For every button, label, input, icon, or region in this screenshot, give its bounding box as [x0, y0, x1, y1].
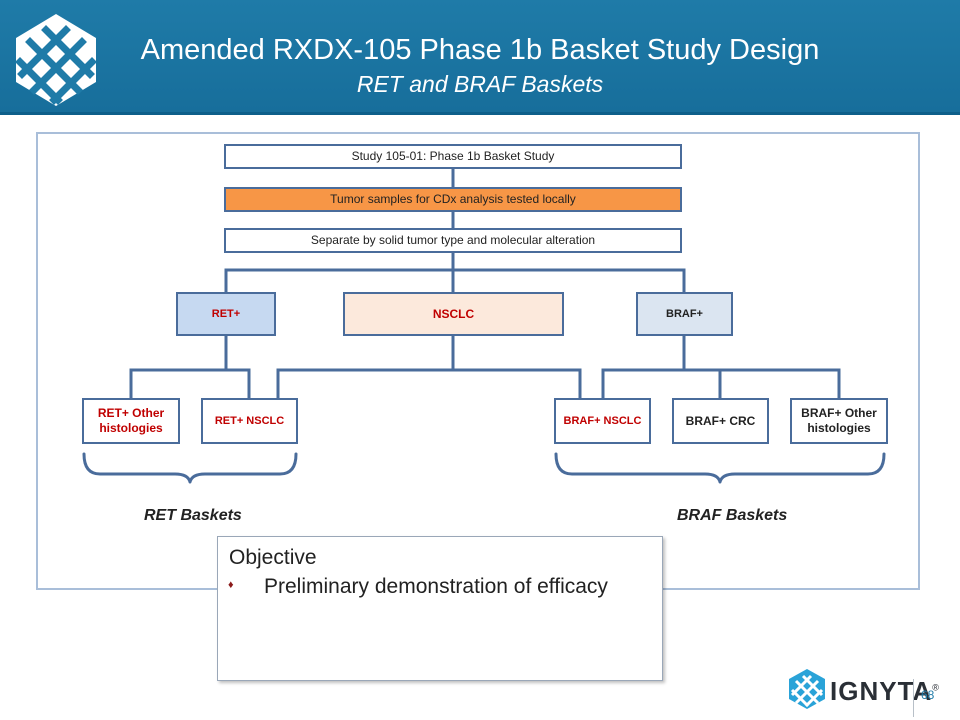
header-stripe — [0, 112, 960, 115]
study-label: Study 105-01: Phase 1b Basket Study — [351, 149, 555, 163]
page-title: Amended RXDX-105 Phase 1b Basket Study D… — [140, 34, 820, 66]
nsclc-box: NSCLC — [343, 292, 564, 336]
braf-baskets-label: BRAF Baskets — [677, 507, 788, 524]
ret-nsclc-box: RET+ NSCLC — [201, 398, 298, 444]
objective-item: Preliminary demonstration of efficacy — [264, 575, 608, 598]
tumor-samples-box: Tumor samples for CDx analysis tested lo… — [224, 187, 682, 212]
diamond-bullet-icon: ♦ — [228, 579, 234, 591]
separate-label: Separate by solid tumor type and molecul… — [310, 233, 596, 247]
footer-divider — [913, 679, 914, 717]
ignyta-logo-icon — [15, 14, 97, 106]
braf-crc-box: BRAF+ CRC — [672, 398, 769, 444]
ret-nsclc-label: RET+ NSCLC — [214, 414, 285, 427]
separate-box: Separate by solid tumor type and molecul… — [224, 228, 682, 253]
page-number: 68 — [921, 688, 935, 702]
trademark-mark: ® — [932, 682, 940, 693]
page-subtitle: RET and BRAF Baskets — [356, 71, 604, 97]
braf-crc-label: BRAF+ CRC — [685, 413, 756, 428]
ret-other-histologies-label: RET+ Other histologies — [97, 406, 165, 435]
header-banner: Amended RXDX-105 Phase 1b Basket Study D… — [0, 0, 960, 112]
nsclc-label: NSCLC — [432, 306, 475, 321]
ret-plus-box: RET+ — [176, 292, 276, 336]
brand-name: IGNYTA® — [830, 676, 940, 707]
ret-plus-label: RET+ — [211, 307, 241, 320]
braf-plus-label: BRAF+ — [666, 307, 703, 320]
study-box: Study 105-01: Phase 1b Basket Study — [224, 144, 682, 169]
tumor-samples-label: Tumor samples for CDx analysis tested lo… — [330, 192, 576, 206]
ret-baskets-label: RET Baskets — [144, 507, 242, 524]
braf-nsclc-label: BRAF+ NSCLC — [563, 414, 642, 427]
braf-other-histologies-box: BRAF+ Other histologies — [790, 398, 888, 444]
objective-title: Objective — [229, 546, 317, 569]
braf-plus-box: BRAF+ — [636, 292, 733, 336]
braf-other-histologies-label: BRAF+ Other histologies — [801, 406, 877, 435]
ret-other-histologies-box: RET+ Other histologies — [82, 398, 180, 444]
brand-text: IGNYTA — [830, 676, 933, 706]
ignyta-footer-logo-icon — [789, 669, 825, 709]
objective-box: Objective ♦ Preliminary demonstration of… — [217, 536, 663, 681]
braf-nsclc-box: BRAF+ NSCLC — [554, 398, 651, 444]
